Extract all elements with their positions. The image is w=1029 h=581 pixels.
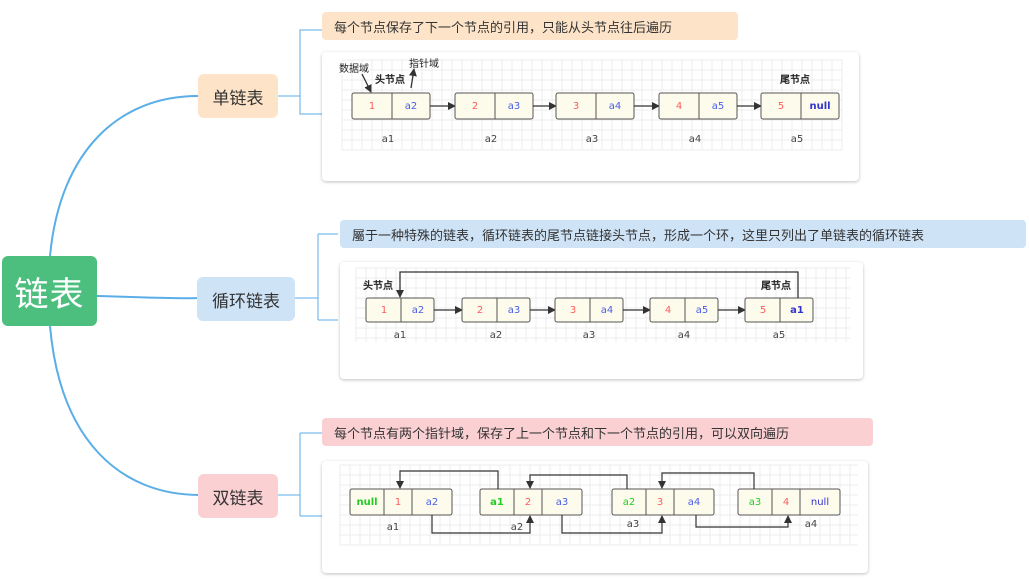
circular-linked-list-figure: 1 a2 a1 2 a3 a2 3 a4 a3 4 a5 a4 5 a1 a5 头节点 尾节点 [340, 262, 863, 379]
circular-node-1-next: a2 [412, 305, 425, 316]
single-label-head: 头节点 [375, 73, 405, 86]
double-prev-arrow-3 [658, 472, 755, 489]
single-node-3-data: 3 [573, 101, 579, 112]
topic-circular-linked-list[interactable]: 循环链表 [197, 277, 295, 321]
double-linked-list-figure: null 1 a2 a1 2 a3 a2 3 a4 a3 4 null a1 a2 a3 a4 [322, 461, 868, 573]
double-node-3-address: a3 [627, 519, 640, 530]
double-next-arrow-1 [431, 515, 534, 534]
double-node-2-prev: a1 [490, 497, 504, 508]
circular-node-3-address: a3 [583, 330, 596, 341]
single-pointer-pointer-field [408, 68, 417, 89]
note-circular-linked-list[interactable]: 屬于一种特殊的链表，循环链表的尾节点链接头节点，形成一个环，这里只列出了单链表的… [340, 220, 1026, 248]
double-node-2-data: 2 [525, 497, 531, 508]
circular-label-tail: 尾节点 [761, 279, 791, 292]
double-node-3-next: a4 [688, 497, 701, 508]
double-node-1-data: 1 [395, 497, 401, 508]
single-node-5-next: null [809, 101, 830, 112]
circular-node-4-address: a4 [678, 330, 691, 341]
circular-node-3-next: a4 [601, 305, 614, 316]
double-node-4-address: a4 [805, 519, 818, 530]
single-pointer-data-field [361, 73, 372, 93]
circular-node-5-data: 5 [760, 305, 766, 316]
circular-node-2-address: a2 [490, 330, 503, 341]
single-node-3-address: a3 [586, 134, 599, 145]
single-node-2-data: 2 [472, 101, 478, 112]
double-node-4-next: null [811, 497, 829, 508]
circular-node-5 [744, 297, 814, 323]
single-node-3-next: a4 [609, 101, 622, 112]
single-node-1-address: a1 [382, 134, 395, 145]
circular-node-3-data: 3 [570, 305, 576, 316]
double-node-2-address: a2 [511, 522, 524, 533]
single-label-data-field: 数据域 [339, 62, 369, 75]
double-node-2-next: a3 [556, 497, 569, 508]
single-node-2 [454, 92, 534, 120]
double-node-1 [349, 488, 453, 516]
circular-label-head: 头节点 [363, 279, 393, 292]
circular-node-2-data: 2 [477, 305, 483, 316]
circular-node-4-data: 4 [665, 305, 671, 316]
single-node-5-address: a5 [791, 134, 804, 145]
double-node-4-prev: a3 [749, 497, 762, 508]
double-next-arrow-3 [695, 515, 792, 528]
connector-root-single [49, 94, 201, 257]
double-next-arrow-2 [561, 515, 666, 534]
topic-single-linked-list[interactable]: 单链表 [198, 74, 278, 118]
single-node-2-address: a2 [485, 134, 498, 145]
circular-node-1-data: 1 [381, 305, 387, 316]
double-node-4-data: 4 [783, 497, 789, 508]
single-node-5-data: 5 [778, 101, 784, 112]
topic-double-linked-list[interactable]: 双链表 [198, 474, 278, 518]
single-node-1-data: 1 [369, 101, 375, 112]
double-node-1-next: a2 [426, 497, 439, 508]
single-node-4-address: a4 [689, 134, 702, 145]
double-node-3-prev: a2 [623, 497, 636, 508]
connector-root-circular [96, 295, 201, 300]
single-node-1 [351, 92, 431, 120]
single-label-tail: 尾节点 [780, 73, 810, 86]
circular-node-4-next: a5 [696, 305, 709, 316]
single-node-2-next: a3 [508, 101, 521, 112]
single-node-1-next: a2 [405, 101, 418, 112]
single-node-4-data: 4 [676, 101, 682, 112]
circular-node-1-address: a1 [394, 330, 407, 341]
single-node-3 [555, 92, 635, 120]
single-node-5 [760, 92, 840, 120]
circular-node-5-address: a5 [773, 330, 786, 341]
note-double-linked-list[interactable]: 每个节点有两个指针域，保存了上一个节点和下一个节点的引用，可以双向遍历 [322, 418, 873, 446]
double-prev-arrow-1 [396, 470, 499, 489]
circular-node-5-next: a1 [790, 305, 804, 316]
circular-loop-arrow [396, 271, 799, 298]
single-label-pointer-field: 指针域 [409, 57, 439, 70]
note-single-linked-list[interactable]: 每个节点保存了下一个节点的引用，只能从头节点往后遍历 [322, 12, 738, 40]
double-node-3-data: 3 [657, 497, 663, 508]
single-linked-list-figure: 1 a2 a1 2 a3 a2 3 a4 a3 4 a5 a4 5 null a5 数据域 指针域头节点 尾节点 [322, 52, 859, 181]
double-prev-arrow-2 [526, 474, 628, 489]
single-node-4 [658, 92, 738, 120]
connector-root-double [49, 325, 201, 496]
double-node-1-prev: null [356, 497, 377, 508]
single-node-4-next: a5 [712, 101, 725, 112]
root-topic[interactable]: 链表 [2, 256, 97, 326]
double-node-1-address: a1 [387, 522, 400, 533]
circular-node-2-next: a3 [508, 305, 521, 316]
